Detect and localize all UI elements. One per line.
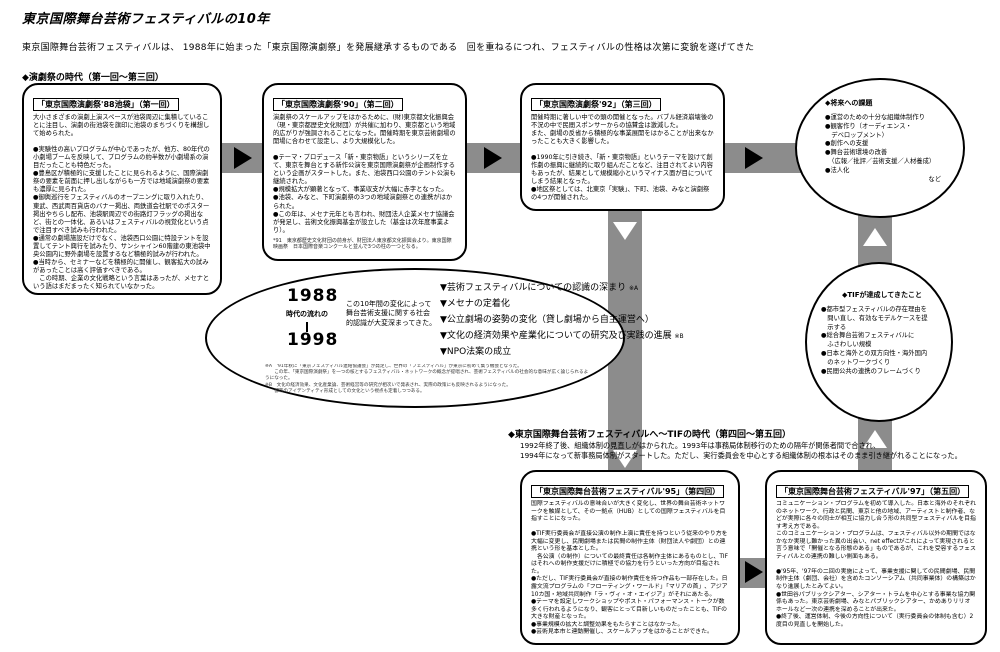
- festival-box-body: 開催時期に著しい中での頭の開催となった。バブル経済崩壊後の不況の中で民間スポンサ…: [531, 114, 714, 202]
- festival-box-1988: 「東京国際演劇祭'88池袋」（第一回） 大小さまざまの演劇上演スペースが池袋周辺…: [22, 83, 222, 295]
- achievements-title: ◆TIFが達成してきたこと: [841, 291, 923, 299]
- section-heading-tif-era: ◆東京国際舞台芸術フェスティバルへ〜TIFの時代（第四回〜第五回）: [508, 430, 792, 440]
- festival-box-note: *91 東京都歴史文化財団の前身が、財団法人東京都文化振興会より。東京国際映画祭…: [273, 237, 452, 250]
- festival-box-body: 大小さまざまの演劇上演スペースが池袋周辺に集積していることに注目し、演劇の街池袋…: [33, 114, 211, 290]
- achievements-list: ●都市型フェスティバルの存在理由を 問い直し、有効なモデルケースを提 示する ●…: [821, 306, 928, 375]
- era-topic-note: ※B: [674, 333, 684, 340]
- era-topic: ▼文化の経済効果や産業化についての研究及び実践の進展 ※B: [440, 328, 684, 341]
- era-topic: ▼芸術フェスティバルについての認識の深まり ※A: [440, 280, 638, 293]
- era-start-year: 1988: [287, 286, 339, 306]
- era-topic: ▼NPO法案の成立: [440, 344, 511, 357]
- festival-box-body: コミュニケーション・プログラムを初めて導入した。日本と海外のそれぞれのネットワー…: [776, 501, 976, 628]
- era-topic-text: ▼芸術フェスティバルについての認識の深まり: [440, 283, 627, 293]
- festival-box-title: 「東京国際舞台芸術フェスティバル'97」（第五回）: [776, 485, 970, 498]
- arrow-down-icon: [613, 450, 637, 468]
- arrow-right-icon: [234, 147, 252, 169]
- achievements-circle: ◆TIFが達成してきたこと ●都市型フェスティバルの存在理由を 問い直し、有効な…: [805, 262, 953, 422]
- festival-box-title: 「東京国際演劇祭'90」（第二回）: [273, 98, 403, 111]
- festival-box-title: 「東京国際演劇祭'92」（第三回）: [531, 98, 661, 111]
- future-challenges-circle: ◆将来への課題 ●運営のための十分な組織体制作り ●観客作り（オーディエンス・ …: [795, 78, 965, 218]
- festival-box-1990: 「東京国際演劇祭'90」（第二回） 演劇祭のスケールアップをはかるために、(財)…: [262, 83, 467, 261]
- era-topic-text: ▼公立劇場の姿勢の変化（貸し劇場から自主運営へ）: [440, 315, 654, 325]
- era-end-year: 1998: [287, 330, 339, 350]
- era-topic-text: ▼文化の経済効果や産業化についての研究及び実践の進展: [440, 331, 672, 341]
- era-description: この10年間の変化によって 舞台芸術支援に関する社会 的認識が大変深まってきた。: [346, 300, 437, 327]
- festival-box-title: 「東京国際舞台芸術フェスティバル'95」（第四回）: [531, 485, 725, 498]
- lead-text: 東京国際舞台芸術フェスティバルは、 1988年に始まった「東京国際演劇祭」を発展…: [22, 43, 755, 53]
- future-challenges-trailing: など: [928, 175, 941, 183]
- era-topic-note: ※A: [629, 285, 639, 292]
- era-middle-label: 時代の流れの: [286, 310, 328, 318]
- festival-box-title: 「東京国際演劇祭'88池袋」（第一回）: [33, 98, 179, 111]
- festival-box-1997: 「東京国際舞台芸術フェスティバル'97」（第五回） コミュニケーション・プログラ…: [765, 470, 987, 645]
- section-heading-theatre-festival-era: ◆演劇祭の時代（第一回〜第三回）: [22, 73, 164, 83]
- festival-box-body: 演劇祭のスケールアップをはかるために、(財)東京都文化振興会（現・東京都歴史文化…: [273, 114, 456, 234]
- era-topic-text: ▼NPO法案の成立: [440, 347, 512, 357]
- festival-box-body: 国際フェスティバルの意味合いが大きく変化し、世界の舞台芸術ネットワークを触媒とし…: [531, 501, 729, 636]
- future-challenges-list: ●運営のための十分な組織体制作り ●観客作り（オーディエンス・ デベロップメント…: [825, 114, 936, 174]
- festival-box-1995: 「東京国際舞台芸術フェスティバル'95」（第四回） 国際フェスティバルの意味合い…: [520, 470, 740, 645]
- era-topic: ▼メセナの定着化: [440, 296, 510, 309]
- future-challenges-title: ◆将来への課題: [825, 99, 873, 107]
- era-ellipse: [205, 268, 625, 408]
- page-title: 東京国際舞台芸術フェスティバルの10年: [22, 12, 270, 27]
- arrow-right-icon: [745, 561, 763, 583]
- tif-transition-text: 1992年終了後、組織体制の見直しがはかられた。1993年は事務局体制移行のため…: [520, 441, 962, 461]
- arrow-down-icon: [613, 222, 637, 240]
- arrow-up-icon: [863, 430, 887, 448]
- arrow-up-icon: [863, 228, 887, 246]
- era-timeline-line: [306, 322, 308, 332]
- arrow-right-icon: [745, 147, 763, 169]
- era-footnotes: ※A '91年秋に「東京フェスティバル連絡協議会」が発足し、世界の「フェスティバ…: [265, 364, 589, 394]
- arrow-right-icon: [484, 147, 502, 169]
- era-topic: ▼公立劇場の姿勢の変化（貸し劇場から自主運営へ）: [440, 312, 654, 325]
- era-topic-text: ▼メセナの定着化: [440, 299, 510, 309]
- festival-box-1992: 「東京国際演劇祭'92」（第三回） 開催時期に著しい中での頭の開催となった。バブ…: [520, 83, 725, 211]
